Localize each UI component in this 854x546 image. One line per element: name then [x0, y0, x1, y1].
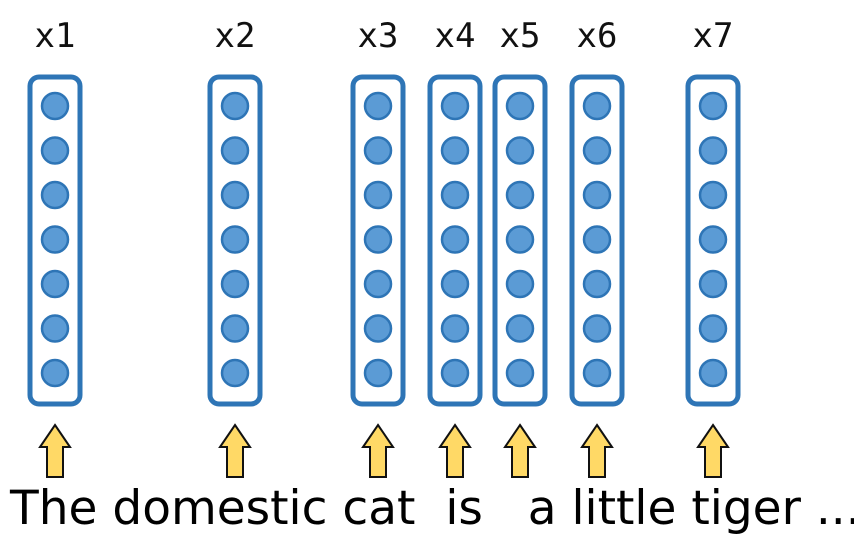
vector-1: x1	[27, 16, 83, 478]
vector-unit	[363, 91, 393, 121]
vector-unit	[440, 269, 470, 299]
vector-unit	[220, 358, 250, 388]
vector-unit	[698, 225, 728, 254]
vector-unit	[363, 358, 393, 388]
vector-unit	[582, 225, 612, 254]
vector-unit	[363, 180, 393, 210]
vector-unit	[363, 269, 393, 299]
vector-unit	[440, 358, 470, 388]
vector-unit	[40, 91, 70, 121]
vector-label: x6	[577, 16, 618, 56]
up-arrow-icon	[38, 423, 72, 478]
vector-label: x2	[215, 16, 256, 56]
vector-unit	[440, 180, 470, 210]
up-arrow-icon	[218, 423, 252, 478]
vector-box	[569, 74, 625, 407]
vector-unit	[40, 314, 70, 343]
vector-unit	[40, 358, 70, 388]
vector-label: x1	[35, 16, 76, 56]
vector-unit	[698, 180, 728, 210]
input-sentence: The domestic cat is a little tiger ....	[10, 481, 854, 536]
vector-unit	[698, 136, 728, 165]
vector-unit	[505, 91, 535, 121]
up-arrow-icon	[696, 423, 730, 478]
vector-unit	[505, 136, 535, 165]
vector-box	[427, 74, 483, 407]
vector-unit	[582, 314, 612, 343]
vector-6: x6	[569, 16, 625, 478]
vector-unit	[505, 358, 535, 388]
vector-3: x3	[350, 16, 406, 478]
vector-unit	[363, 314, 393, 343]
vector-box	[350, 74, 406, 407]
vector-unit	[582, 269, 612, 299]
vector-unit	[582, 358, 612, 388]
vector-box	[27, 74, 83, 407]
vector-unit	[505, 269, 535, 299]
vector-label: x7	[693, 16, 734, 56]
vector-unit	[220, 136, 250, 165]
vector-2: x2	[207, 16, 263, 478]
vector-unit	[505, 314, 535, 343]
up-arrow-icon	[438, 423, 472, 478]
vector-unit	[440, 91, 470, 121]
vector-unit	[220, 180, 250, 210]
up-arrow-icon	[580, 423, 614, 478]
vector-unit	[698, 91, 728, 121]
vector-unit	[363, 136, 393, 165]
vector-unit	[363, 225, 393, 254]
vector-unit	[582, 91, 612, 121]
vector-unit	[220, 314, 250, 343]
vector-unit	[220, 91, 250, 121]
vector-unit	[220, 225, 250, 254]
vector-7: x7	[685, 16, 741, 478]
vector-unit	[698, 358, 728, 388]
vector-unit	[40, 269, 70, 299]
up-arrow-icon	[503, 423, 537, 478]
vector-unit	[40, 180, 70, 210]
vector-box	[207, 74, 263, 407]
vector-unit	[698, 269, 728, 299]
vector-unit	[698, 314, 728, 343]
vector-unit	[505, 180, 535, 210]
vector-unit	[40, 225, 70, 254]
up-arrow-icon	[361, 423, 395, 478]
vector-label: x4	[435, 16, 476, 56]
vector-unit	[582, 180, 612, 210]
vector-unit	[440, 314, 470, 343]
vector-unit	[505, 225, 535, 254]
vector-unit	[582, 136, 612, 165]
vector-box	[492, 74, 548, 407]
vector-5: x5	[492, 16, 548, 478]
vector-box	[685, 74, 741, 407]
vector-unit	[440, 136, 470, 165]
vector-unit	[220, 269, 250, 299]
vector-label: x5	[500, 16, 541, 56]
vector-label: x3	[358, 16, 399, 56]
vector-unit	[440, 225, 470, 254]
vector-4: x4	[427, 16, 483, 478]
vector-unit	[40, 136, 70, 165]
